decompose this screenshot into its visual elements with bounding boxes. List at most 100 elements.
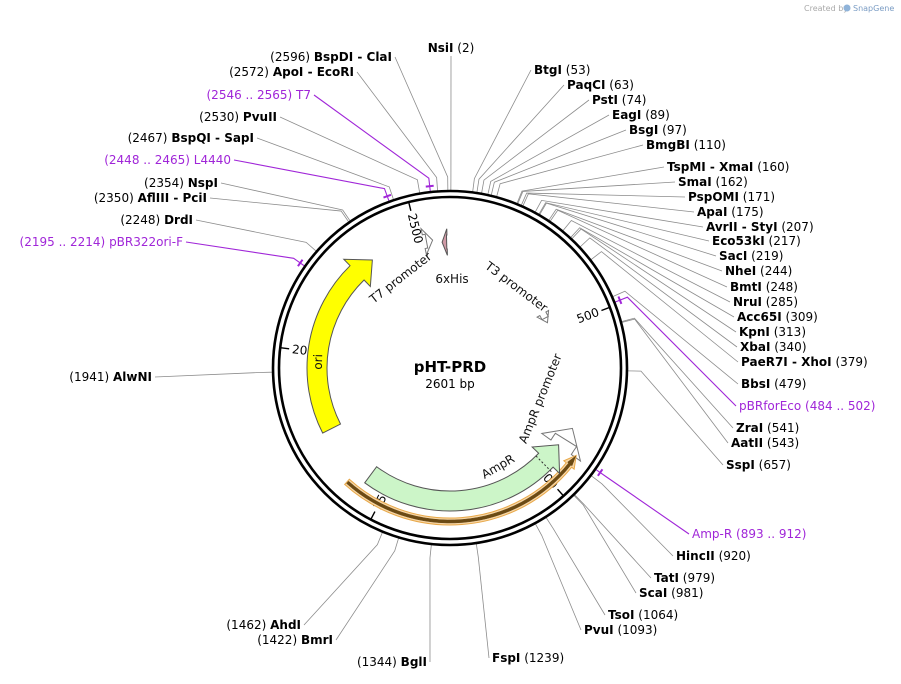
site-label-alwni[interactable]: (1941) AlwNI <box>69 370 152 384</box>
site-label-psti[interactable]: PstI (74) <box>592 93 646 107</box>
leader-sspi <box>627 370 724 466</box>
site-label-aatii[interactable]: AatII (543) <box>731 436 799 450</box>
site-name: PspOMI <box>688 190 739 204</box>
feature-ampr[interactable] <box>364 444 561 512</box>
site-label-apoi-ecori[interactable]: (2572) ApoI - EcoRI <box>229 65 354 79</box>
site-label-bmri[interactable]: (1422) BmrI <box>257 633 333 647</box>
feature-ampr-promoter[interactable] <box>540 427 582 463</box>
site-position: (74) <box>622 93 647 107</box>
site-name: Acc65I <box>737 310 782 324</box>
site-label-pbrforeco[interactable]: pBRforEco (484 .. 502) <box>739 399 875 413</box>
site-name: BspQI - SapI <box>171 131 254 145</box>
site-name: PvuII <box>243 110 277 124</box>
site-label-bmti[interactable]: BmtI (248) <box>730 280 798 294</box>
site-label-pvuii[interactable]: (2530) PvuII <box>199 110 277 124</box>
site-name: pBR322ori-F <box>109 235 183 249</box>
site-name: NheI <box>725 264 756 278</box>
site-label-tati[interactable]: TatI (979) <box>654 571 715 585</box>
feature-ori[interactable] <box>306 258 373 434</box>
site-label-nspi[interactable]: (2354) NspI <box>144 176 218 190</box>
leader-t7 <box>313 94 431 192</box>
site-label-bbsi[interactable]: BbsI (479) <box>741 377 806 391</box>
site-label-saci[interactable]: SacI (219) <box>719 249 783 263</box>
leader-hincii <box>591 475 674 557</box>
leader-apai <box>522 193 695 213</box>
primer-mark-t7 <box>425 184 434 188</box>
site-name: AlwNI <box>113 370 152 384</box>
primer-mark-amp-r <box>597 468 604 477</box>
snapgene-logo-icon <box>843 4 851 12</box>
site-label-bsgi[interactable]: BsgI (97) <box>629 123 687 137</box>
site-position: (110) <box>694 138 726 152</box>
site-label-afliii-pcii[interactable]: (2350) AflIII - PciI <box>94 191 207 205</box>
feature-label-t7-promoter: T7 promoter <box>366 249 434 307</box>
site-label-ahdi[interactable]: (1462) AhdI <box>226 618 301 632</box>
site-position: (1064) <box>638 608 678 622</box>
site-label-nsii[interactable]: NsiI (2) <box>428 41 475 55</box>
site-label-nhei[interactable]: NheI (244) <box>725 264 792 278</box>
site-label-drdi[interactable]: (2248) DrdI <box>120 213 193 227</box>
site-label-nrui[interactable]: NruI (285) <box>733 295 798 309</box>
feature-6xhis[interactable] <box>441 228 448 256</box>
feature-t3-promoter[interactable] <box>536 309 550 324</box>
site-label-paer7i-xhoi[interactable]: PaeR7I - XhoI (379) <box>741 355 868 369</box>
site-label-l4440[interactable]: (2448 .. 2465) L4440 <box>104 153 231 167</box>
site-position: (379) <box>835 355 867 369</box>
site-name: ScaI <box>639 586 667 600</box>
site-label-scai[interactable]: ScaI (981) <box>639 586 703 600</box>
site-name: BmtI <box>730 280 762 294</box>
leader-amp-r <box>595 469 690 535</box>
site-position: (979) <box>683 571 715 585</box>
leader-tspmi-xmai <box>516 166 665 204</box>
site-position: (207) <box>781 220 813 234</box>
site-label-tsoi[interactable]: TsoI (1064) <box>608 608 678 622</box>
leader-aatii <box>621 318 729 444</box>
site-label-pvui[interactable]: PvuI (1093) <box>584 623 657 637</box>
site-label-zrai[interactable]: ZraI (541) <box>736 421 799 435</box>
site-label-eco53ki[interactable]: Eco53kI (217) <box>712 234 801 248</box>
site-position: (97) <box>662 123 687 137</box>
site-label-hincii[interactable]: HincII (920) <box>676 549 751 563</box>
feature-t7-promoter[interactable] <box>420 227 434 257</box>
site-label-eagi[interactable]: EagI (89) <box>612 108 670 122</box>
site-position: (2546 .. 2565) <box>207 88 293 102</box>
site-position: (1239) <box>524 651 564 665</box>
leader-bmgbi <box>496 144 644 197</box>
site-name: Eco53kI <box>712 234 765 248</box>
site-label-pbr322ori-f[interactable]: (2195 .. 2214) pBR322ori-F <box>20 235 184 249</box>
site-label-btgi[interactable]: BtgI (53) <box>534 63 590 77</box>
site-label-xbai[interactable]: XbaI (340) <box>740 340 807 354</box>
plasmid-size: 2601 bp <box>425 377 475 391</box>
site-name: TsoI <box>608 608 634 622</box>
site-label-amp-r[interactable]: Amp-R (893 .. 912) <box>692 527 806 541</box>
leader-bsgi <box>490 129 627 195</box>
site-label-sspi[interactable]: SspI (657) <box>726 458 791 472</box>
site-label-fspi[interactable]: FspI (1239) <box>492 651 564 665</box>
site-label-t7[interactable]: (2546 .. 2565) T7 <box>207 88 312 102</box>
amp-r-translation-line <box>346 455 577 524</box>
leader-zrai <box>621 317 734 429</box>
site-label-bgli[interactable]: (1344) BglI <box>357 655 427 669</box>
site-label-paqci[interactable]: PaqCI (63) <box>567 78 634 92</box>
site-label-acc65i[interactable]: Acc65I (309) <box>737 310 818 324</box>
site-label-smai[interactable]: SmaI (162) <box>678 175 748 189</box>
leader-kpni <box>571 228 737 333</box>
leader-paqci <box>476 84 565 193</box>
site-label-bspqi-sapi[interactable]: (2467) BspQI - SapI <box>128 131 254 145</box>
site-name: TatI <box>654 571 679 585</box>
site-position: (484 .. 502) <box>805 399 875 413</box>
site-label-kpni[interactable]: KpnI (313) <box>739 325 806 339</box>
site-label-avrii-styi[interactable]: AvrII - StyI (207) <box>706 220 814 234</box>
site-label-bspdi-clai[interactable]: (2596) BspDI - ClaI <box>270 50 392 64</box>
leader-afliii-pcii <box>209 197 349 222</box>
site-position: (2354) <box>144 176 184 190</box>
site-label-apai[interactable]: ApaI (175) <box>697 205 764 219</box>
site-position: (2596) <box>270 50 310 64</box>
amp-r-translation-highlight <box>343 454 577 526</box>
site-label-pspomi[interactable]: PspOMI (171) <box>688 190 775 204</box>
site-position: (2467) <box>128 131 168 145</box>
leader-pbr322ori-f <box>185 241 305 267</box>
site-label-bmgbi[interactable]: BmgBI (110) <box>646 138 726 152</box>
site-label-tspmi-xmai[interactable]: TspMI - XmaI (160) <box>667 160 790 174</box>
tick-2000 <box>279 346 290 350</box>
